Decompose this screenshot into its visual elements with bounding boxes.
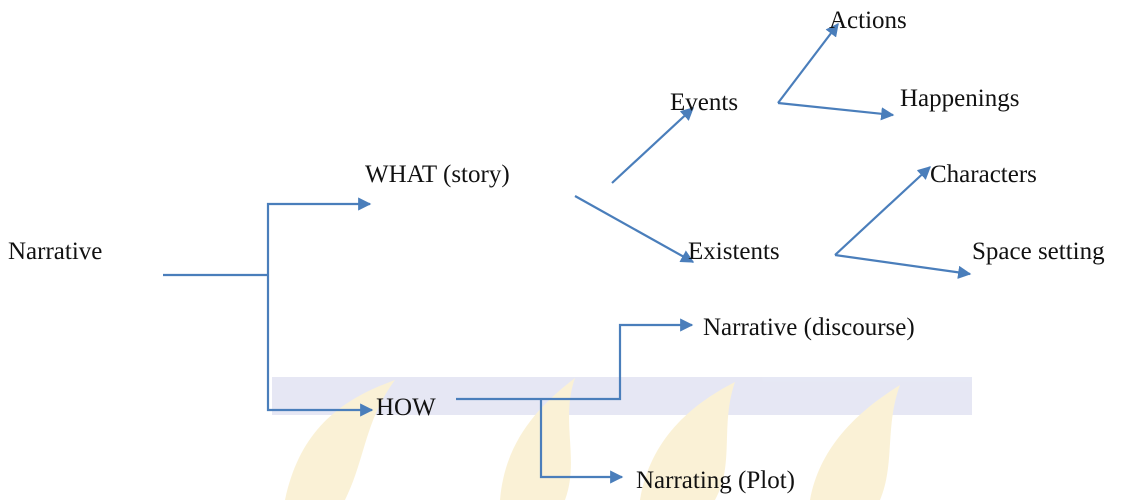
node-narrative-root: Narrative (8, 238, 103, 265)
connector-what-events (611, 107, 694, 184)
node-space-setting: Space setting (972, 238, 1105, 265)
watermark-group (272, 377, 972, 500)
connector-what-existents (574, 195, 695, 263)
connector-how-plot (539, 399, 624, 484)
node-narrative-discourse: Narrative (discourse) (703, 314, 915, 341)
connector-events-actions (777, 22, 839, 104)
connector-narrative-what (266, 197, 372, 275)
connector-existents-characters (834, 166, 931, 256)
connector-existents-space (834, 253, 972, 279)
watermark-band (272, 377, 972, 415)
watermark-leaf-right (810, 385, 900, 500)
node-characters: Characters (930, 161, 1037, 188)
watermark-leaf-center (500, 378, 575, 500)
node-actions: Actions (829, 7, 907, 34)
watermark-leaf-center-right (640, 382, 735, 500)
node-what-story: WHAT (story) (365, 161, 510, 188)
node-events: Events (670, 89, 739, 116)
connector-how-discourse (541, 318, 694, 401)
node-narrating-plot: Narrating (Plot) (636, 467, 795, 494)
connector-events-happenings (777, 101, 895, 121)
node-existents: Existents (688, 238, 780, 265)
node-happenings: Happenings (900, 85, 1020, 112)
node-how: HOW (376, 394, 436, 421)
connector-narrative-how (266, 275, 374, 417)
